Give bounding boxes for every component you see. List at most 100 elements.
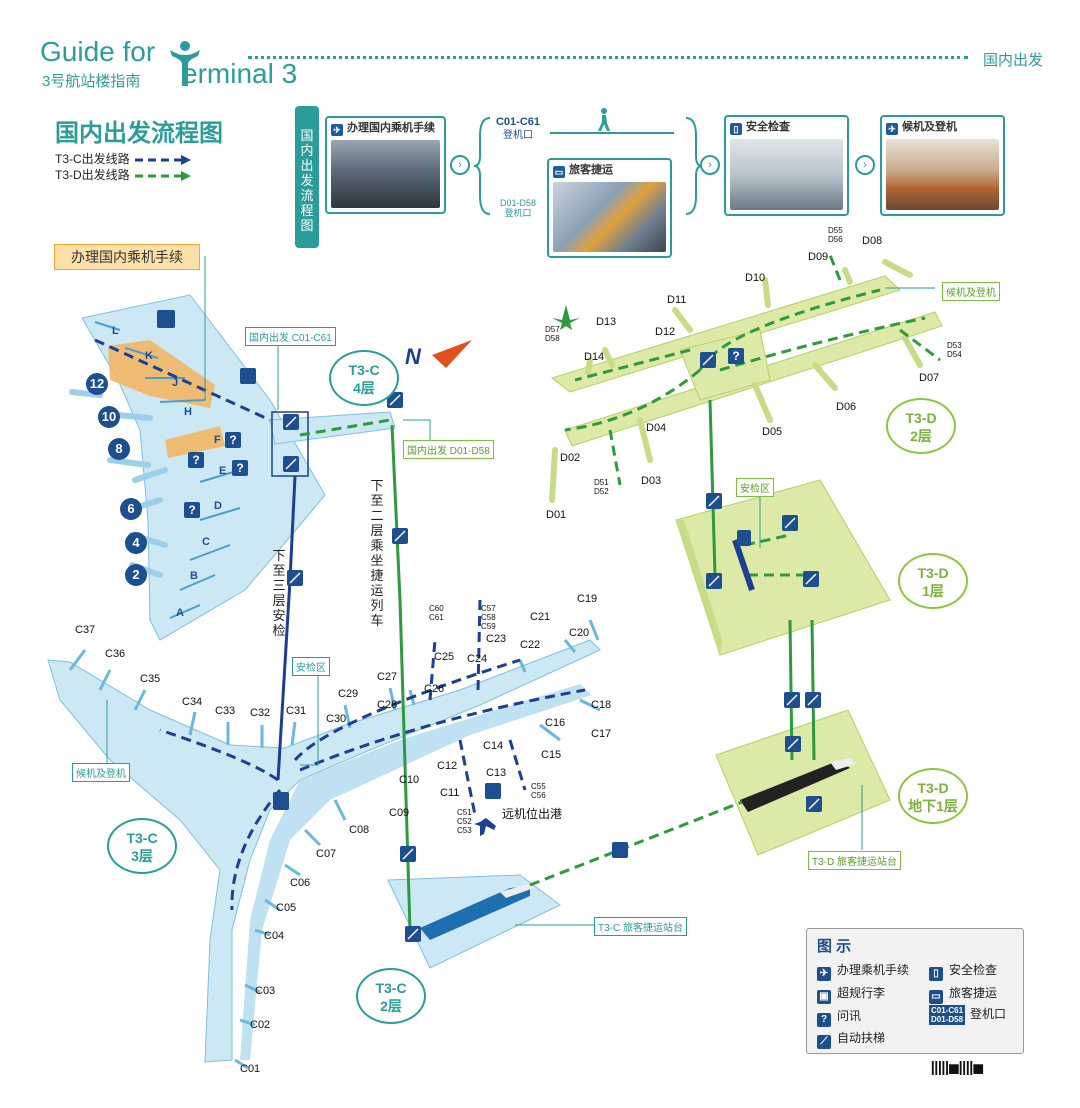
security-icon: ▯ (730, 123, 742, 135)
plane-remote-icon (474, 818, 496, 836)
t3d-train-car (740, 760, 850, 812)
gate-c35: C35 (140, 673, 161, 685)
legend-info: ?问讯 (817, 1007, 861, 1027)
row-f: F (214, 434, 221, 446)
legend-title: 图 示 (817, 938, 852, 955)
counter-bubble-8: 8 (108, 438, 130, 460)
step-train-label: 旅客捷运 (569, 164, 613, 176)
step-checkin: ✈ 办理国内乘机手续 (325, 116, 446, 214)
gate-c32: C32 (250, 707, 271, 719)
row-a: A (176, 607, 184, 619)
gate-d14: D14 (584, 351, 605, 363)
train-icon: ▭ (929, 990, 943, 1004)
gate-d09: D09 (808, 251, 829, 263)
gate-d07: D07 (919, 372, 940, 384)
gate-d13: D13 (596, 316, 617, 328)
gate-c03: C03 (255, 985, 276, 997)
label-wait-c: 候机及登机 (72, 763, 130, 782)
legend-train: ▭旅客捷运 (929, 984, 997, 1004)
header-section: 国内出发 (983, 52, 1044, 69)
route-legend-d: T3-D出发线路 (55, 166, 193, 183)
gates-d-code: D01-D58 (499, 198, 537, 208)
row-k: K (145, 350, 153, 362)
remote-stand-label: 远机位出港 (502, 807, 563, 821)
header-terminal: erminal 3 (182, 58, 298, 89)
luggage-icon: ▣ (817, 990, 831, 1004)
gate-c16: C16 (545, 717, 566, 729)
down-3f-text: 下至三层安检 (272, 548, 286, 638)
gate-c36: C36 (105, 648, 126, 660)
gate-c24: C24 (467, 653, 488, 665)
step-boarding-label: 候机及登机 (902, 121, 957, 133)
step-checkin-label: 办理国内乘机手续 (347, 122, 435, 134)
route-d-arrow-icon (135, 170, 192, 181)
gate-d06: D06 (836, 401, 857, 413)
flow-brace-left (473, 117, 491, 215)
gate-d04: D04 (646, 422, 667, 434)
gate-c34: C34 (182, 696, 203, 708)
gates-c-code: C01-C61 (495, 116, 541, 128)
gate-d12: D12 (655, 326, 676, 338)
gate-c26: C26 (424, 683, 445, 695)
gate-c08: C08 (349, 824, 370, 836)
gate-c18: C18 (591, 699, 612, 711)
info-icon: ? (728, 348, 744, 364)
gate-c37: C37 (75, 624, 96, 636)
gate-c15: C15 (541, 749, 562, 761)
gates-c-block: C01-C61 登机口 (490, 116, 546, 141)
header-subtitle: 3号航站楼指南 (42, 73, 141, 90)
gate-c02: C02 (250, 1019, 271, 1031)
gate-c29: C29 (338, 688, 359, 700)
walkway-line (550, 132, 674, 134)
route-legend-c-label: T3-C出发线路 (55, 152, 130, 166)
label-train-d: T3-D 旅客捷运站台 (808, 851, 901, 870)
label-security-c: 安检区 (292, 657, 330, 676)
counter-bubble-10: 10 (98, 406, 120, 428)
gate-c13: C13 (486, 767, 507, 779)
row-h: H (184, 406, 192, 418)
checkin-icon: ✈ (331, 124, 343, 136)
gate-c23: C23 (486, 633, 507, 645)
legend-panel: 图 示 ✈办理乘机手续 ▯安全检查 ▣超规行李 ▭旅客捷运 ?问讯 C01-C6… (806, 928, 1024, 1054)
label-train-c: T3-C 旅客捷运站台 (594, 917, 687, 936)
legend-security: ▯安全检查 (929, 961, 997, 981)
gate-d02: D02 (560, 452, 581, 464)
row-e: E (219, 465, 227, 477)
step-train: ▭旅客捷运 (547, 158, 672, 258)
gate-c21: C21 (530, 611, 551, 623)
row-l: L (112, 325, 119, 337)
label-wait-d: 候机及登机 (942, 282, 1000, 301)
down-2f-text: 下至二层乘坐捷运列车 (370, 478, 384, 628)
flow-arrow-1-icon: › (450, 155, 470, 175)
gate-c31: C31 (286, 705, 307, 717)
flow-vertical-tab: 国内出发流程图 (295, 106, 319, 248)
label-c-departure: 国内出发 C01-C61 (245, 327, 336, 346)
gate-c10: C10 (399, 774, 420, 786)
gate-c22: C22 (520, 639, 541, 651)
north-arrow-icon (432, 340, 472, 368)
security-icon: ▯ (929, 967, 943, 981)
counter-bubble-12: 12 (86, 373, 108, 395)
flow-vertical-tab-text: 国内出发流程图 (300, 128, 314, 233)
checkin-tab: 办理国内乘机手续 (54, 244, 200, 270)
route-legend-d-label: T3-D出发线路 (55, 168, 130, 182)
flow-arrow-2-icon: › (700, 155, 720, 175)
counter-bubble-6: 6 (120, 498, 142, 520)
gate-d01: D01 (546, 509, 567, 521)
gates-d-sub: 登机口 (504, 208, 532, 218)
t3c-concourse-right (240, 684, 592, 1060)
gate-c28: C28 (377, 699, 398, 711)
checkin-highlight-f (165, 426, 225, 458)
info-icon: ? (184, 502, 200, 518)
header-divider (248, 56, 968, 59)
flow-arrow-3-icon: › (855, 155, 875, 175)
